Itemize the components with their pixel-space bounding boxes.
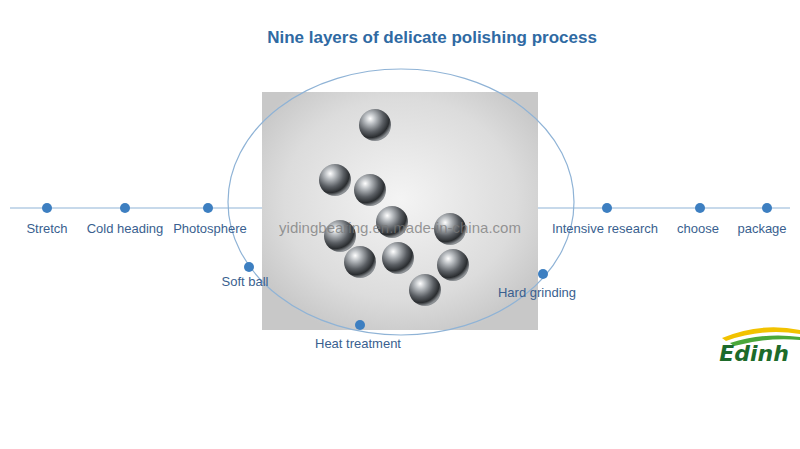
brand-logo: Edinh	[719, 341, 789, 366]
step-label: package	[737, 222, 786, 237]
step-label: choose	[677, 222, 719, 237]
step-label: Cold heading	[87, 222, 164, 237]
photo-background	[262, 92, 538, 330]
step-label: Photosphere	[173, 222, 247, 237]
step-label: Intensive research	[552, 222, 658, 237]
watermark: yidingbearing.en.made-in-china.com	[279, 219, 521, 236]
step-label: Stretch	[26, 222, 67, 237]
step-label: Hard grinding	[498, 286, 576, 301]
steel-balls	[319, 109, 469, 306]
diagram-title: Nine layers of delicate polishing proces…	[267, 28, 597, 48]
step-label: Heat treatment	[315, 337, 401, 352]
step-dots	[42, 203, 772, 330]
step-label: Soft ball	[222, 275, 269, 290]
